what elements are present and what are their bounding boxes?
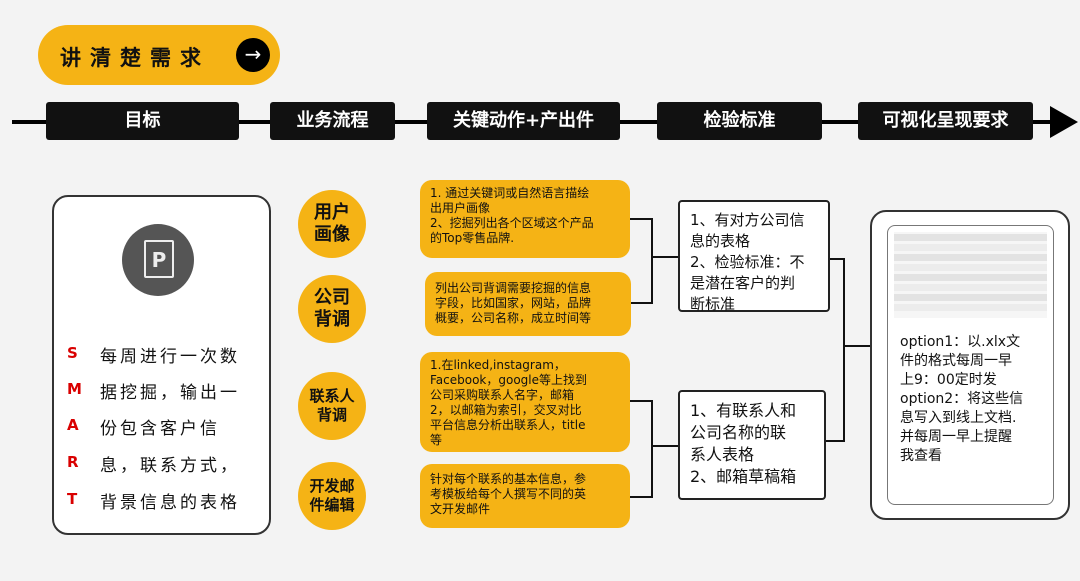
smart-goal-line: 份包含客户信 <box>100 414 220 439</box>
timeline-arrowhead <box>1050 106 1078 138</box>
smart-letter: M <box>67 380 82 398</box>
connector-line <box>651 218 653 304</box>
connector-line <box>651 400 653 498</box>
smart-letter: A <box>67 416 79 434</box>
process-company-research: 公司背调 <box>298 275 366 343</box>
action-box: 1. 通过关键词或自然语言描绘出用户画像 2、挖掘列出各个区域这个产品的Top零… <box>420 180 630 258</box>
stage-visual: 可视化呈现要求 <box>858 102 1033 140</box>
connector-line <box>630 400 652 402</box>
process-contact-research: 联系人背调 <box>298 372 366 440</box>
stage-process: 业务流程 <box>270 102 395 140</box>
page-title: 讲清楚需求 <box>60 42 210 72</box>
connector-line <box>630 496 652 498</box>
smart-letter: R <box>67 453 79 471</box>
process-user-profile: 用户画像 <box>298 190 366 258</box>
stage-actions: 关键动作+产出件 <box>427 102 620 140</box>
connector-line <box>630 218 652 220</box>
arrow-right-icon: → <box>236 38 270 72</box>
stage-goal: 目标 <box>46 102 239 140</box>
action-box: 针对每个联系的基本信息，参考模板给每个人撰写不同的英 文开发邮件 <box>420 464 630 528</box>
connector-line <box>826 440 844 442</box>
connector-line <box>631 302 652 304</box>
connector-line <box>652 256 678 258</box>
connector-line <box>652 445 678 447</box>
process-email-drafting: 开发邮件编辑 <box>298 462 366 530</box>
action-box: 1.在linked,instagram，Facebook，google等上找到 … <box>420 352 630 452</box>
smart-goal-line: 息，联系方式， <box>100 451 240 476</box>
smart-letter: T <box>67 490 77 508</box>
spreadsheet-preview <box>894 232 1047 318</box>
stage-check: 检验标准 <box>657 102 822 140</box>
smart-goal-line: 据挖掘，输出一 <box>100 378 240 403</box>
connector-line <box>844 345 871 347</box>
ppt-icon: P <box>144 240 174 278</box>
connector-line <box>843 258 845 442</box>
smart-letter: S <box>67 344 78 362</box>
action-box: 列出公司背调需要挖掘的信息字段，比如国家，网站，品牌 概要，公司名称，成立时间等 <box>425 272 631 336</box>
smart-goal-line: 每周进行一次数 <box>100 342 240 367</box>
smart-goal-line: 背景信息的表格 <box>100 488 240 513</box>
connector-line <box>828 258 844 260</box>
check-criteria-box: 1、有对方公司信息的表格 2、检验标准：不是潜在客户的判 断标准 <box>678 200 830 312</box>
